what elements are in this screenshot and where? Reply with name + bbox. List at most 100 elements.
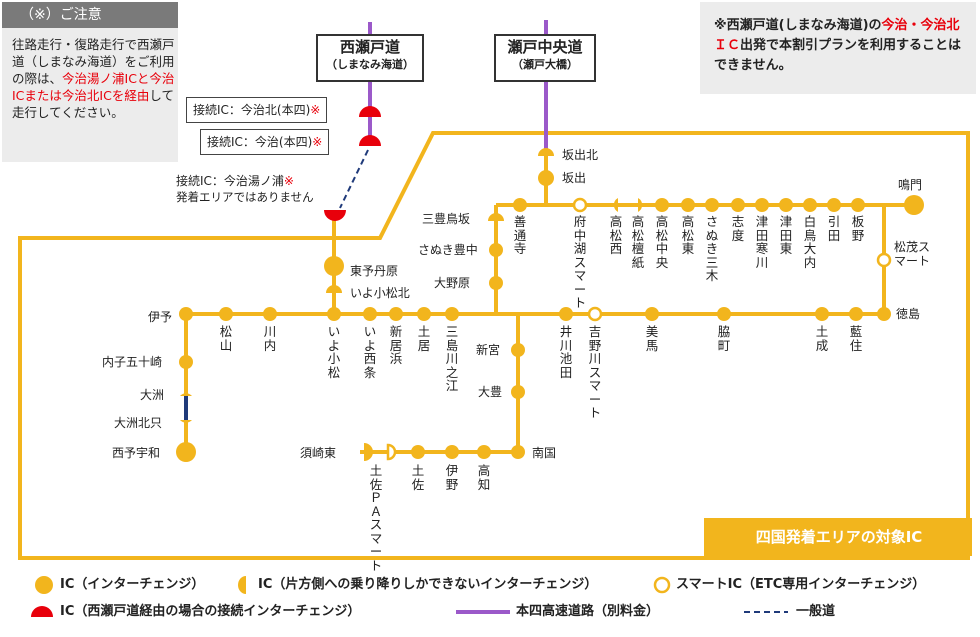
ic-label-takamatsuchuo: 高松中央 (655, 214, 669, 270)
legend-half-ic: IC（片方側への乗り降りしかできないインターチェンジ） (258, 577, 598, 592)
gateway-setochuo-name: 瀬戸中央道 (507, 38, 583, 56)
area-label: 四国発着エリアの対象IC (755, 528, 923, 546)
connection-ic-yunoura (324, 210, 346, 221)
connection-yunoura-note: 発着エリアではありません (176, 190, 314, 204)
ic-label-doi: 土居 (417, 324, 431, 353)
warning-part2: 今治・今治北ＩＣ (714, 18, 960, 53)
ic-label-sanukisanbon: さぬき三木 (705, 214, 719, 283)
connection-ic-imabari (359, 135, 381, 146)
half-ic-iyokomatsukita (326, 285, 342, 293)
ic-label-ozu: 大洲 (140, 388, 165, 402)
half-ic-sakaidekita (538, 148, 554, 156)
ic-label-tokushima: 徳島 (896, 307, 921, 321)
ic-label-itano: 板野 (851, 214, 865, 243)
area-label-bg (704, 518, 972, 556)
connection-box-imabari: 接続IC：今治(本四)※ (200, 129, 330, 155)
connection-mark: ※ (310, 103, 321, 117)
ic-label-sakaide: 坂出 (562, 171, 587, 185)
ic-label-yoshinogawa: 吉野川スマート (588, 324, 602, 420)
half-ic-susakihigashi (364, 443, 373, 461)
ic-label-aizumi: 藍住 (849, 324, 863, 353)
ic-label-shingu: 新宮 (476, 343, 501, 357)
ic-label-shido: 志度 (731, 214, 745, 243)
ic-label-shirotori: 白鳥大内 (803, 214, 817, 270)
ic-label-otoyo: 大豊 (478, 385, 503, 399)
ic-label-ikawaikeda: 井川池田 (559, 324, 573, 380)
ic-label-sanukitoyonaka: さぬき豊中 (418, 243, 478, 257)
notice-box: （※）ご注意 往路走行・復路走行で西瀬戸道（しまなみ海道）をご利用の際は、今治湯… (2, 2, 178, 162)
ic-label-tosa: 土佐 (411, 463, 425, 492)
legend-connect-ic-symbol (31, 606, 53, 617)
legend-connect-ic: IC（西瀬戸道経由の場合の接続インターチェンジ） (60, 604, 361, 619)
legend-full-ic-symbol (35, 576, 53, 594)
ic-label-tsuchinari: 土成 (815, 324, 829, 353)
warning-part3: 出発で本割引プランを利用することはできません。 (714, 38, 962, 73)
half-ic-takamatsuhinogi (638, 198, 643, 212)
ic-label-iyokomatsukita: いよ小松北 (350, 286, 410, 300)
smart-ics (386, 197, 892, 461)
ic-label-tsudasangawa: 津田寒川 (755, 214, 769, 270)
connection-yunoura: 接続IC：今治湯ノ浦※ (176, 174, 294, 188)
ic-label-mishima: 三島川之江 (445, 324, 459, 393)
legend-ordinary: 一般道 (796, 604, 836, 619)
half-ic-takamatsunishi (613, 198, 618, 212)
half-ic-ozu (180, 393, 192, 396)
legend-honshi: 本四高速道路（別料金） (516, 604, 660, 619)
ic-label-ino: 伊野 (445, 463, 459, 492)
ic-label-fuchuko: 府中湖スマート (573, 214, 587, 310)
legend-smart-ic: スマートIC（ETC専用インターチェンジ） (676, 577, 926, 592)
ic-label-matsuyama: 松山 (219, 324, 233, 353)
legend-half-ic-symbol (238, 576, 246, 594)
ic-label-mitoyotoshi: 三豊鳥坂 (422, 212, 471, 226)
ic-label-niihama: 新居浜 (389, 324, 403, 366)
ic-label-ozukitatada: 大洲北只 (114, 416, 163, 430)
legend-smart-ic-symbol (653, 576, 671, 594)
ic-label-iyokomatsu: いよ小松 (327, 324, 341, 380)
area-boundary (18, 131, 970, 560)
ic-label-wakimachi: 脇町 (717, 324, 731, 353)
ordinary-road-imabari (339, 149, 369, 209)
notice-body: 往路走行・復路走行で西瀬戸道（しまなみ海道）をご利用の際は、今治湯ノ浦ICと今治… (12, 36, 176, 121)
connection-yunoura-label: 接続IC：今治湯ノ浦 (176, 174, 284, 188)
full-ics (176, 170, 924, 462)
ic-label-sakaidekita: 坂出北 (562, 148, 599, 162)
ic-label-tosapa: 土佐ＰＡスマート (369, 463, 383, 573)
gateway-setochuo: 瀬戸中央道 （瀬戸大橋） (494, 34, 596, 82)
gateway-nishiseto-sub: （しまなみ海道） (326, 58, 414, 71)
legend-full-ic: IC（インターチェンジ） (60, 577, 205, 592)
ic-label-takamatsuhigashi: 高松東 (681, 214, 695, 256)
notice-line1: 往路走行・復路走行で西瀬戸道（しまなみ海道）をご利用の際は、 (12, 37, 175, 86)
gateway-nishiseto-name: 西瀬戸道 (339, 38, 400, 56)
ic-label-hiketa: 引田 (827, 214, 841, 243)
notice-heading: （※）ご注意 (2, 2, 178, 28)
ic-label-higashiyo: 東予丹原 (350, 264, 399, 278)
ic-label-mima: 美馬 (645, 324, 659, 353)
ic-label-nankoku: 南国 (532, 446, 557, 460)
ic-label-kawauchi: 川内 (263, 324, 277, 353)
ic-label-naruto: 鳴門 (898, 178, 923, 192)
ic-label-tsudahigashi: 津田東 (779, 214, 793, 256)
ic-label-takamatsunishi: 高松西 (609, 214, 623, 256)
connection-imabari-kita-label: 接続IC：今治北(本四) (193, 103, 311, 117)
ic-label-seiyouwajima: 西予宇和 (112, 446, 161, 460)
connection-mark: ※ (283, 174, 294, 188)
gateway-nishiseto: 西瀬戸道 （しまなみ海道） (316, 34, 424, 82)
notice-line2: 今治湯ノ浦ICと今治ICまたは今治北ICを経由 (12, 71, 175, 103)
warning-box: ※西瀬戸道(しまなみ海道)の今治・今治北ＩＣ出発で本割引プランを利用することはで… (700, 2, 976, 94)
ic-label-iyo: 伊予 (148, 310, 173, 324)
ic-label-susakihigashi: 須崎東 (300, 446, 337, 460)
ic-label-matsushige: 松茂スマート (894, 240, 931, 268)
ic-label-zentsuji: 善通寺 (513, 214, 527, 256)
notice-line3: して走行してください。 (12, 88, 174, 120)
connection-box-imabari-kita: 接続IC：今治北(本四)※ (186, 97, 328, 123)
connection-ic-imabari-kita (359, 106, 381, 117)
ic-label-uchiko: 内子五十崎 (102, 355, 163, 369)
half-ic-mitoyotoshi (488, 213, 504, 221)
half-ic-ozukitatada (180, 420, 192, 423)
ic-label-iyosaijo: いよ西条 (363, 324, 377, 380)
ic-label-onohara: 大野原 (434, 276, 471, 290)
connection-mark: ※ (312, 135, 323, 149)
warning-part1: ※西瀬戸道(しまなみ海道)の (714, 18, 882, 33)
connection-imabari-label: 接続IC：今治(本四) (207, 135, 313, 149)
ic-label-takamatsuhinogi: 高松檀紙 (631, 214, 645, 270)
